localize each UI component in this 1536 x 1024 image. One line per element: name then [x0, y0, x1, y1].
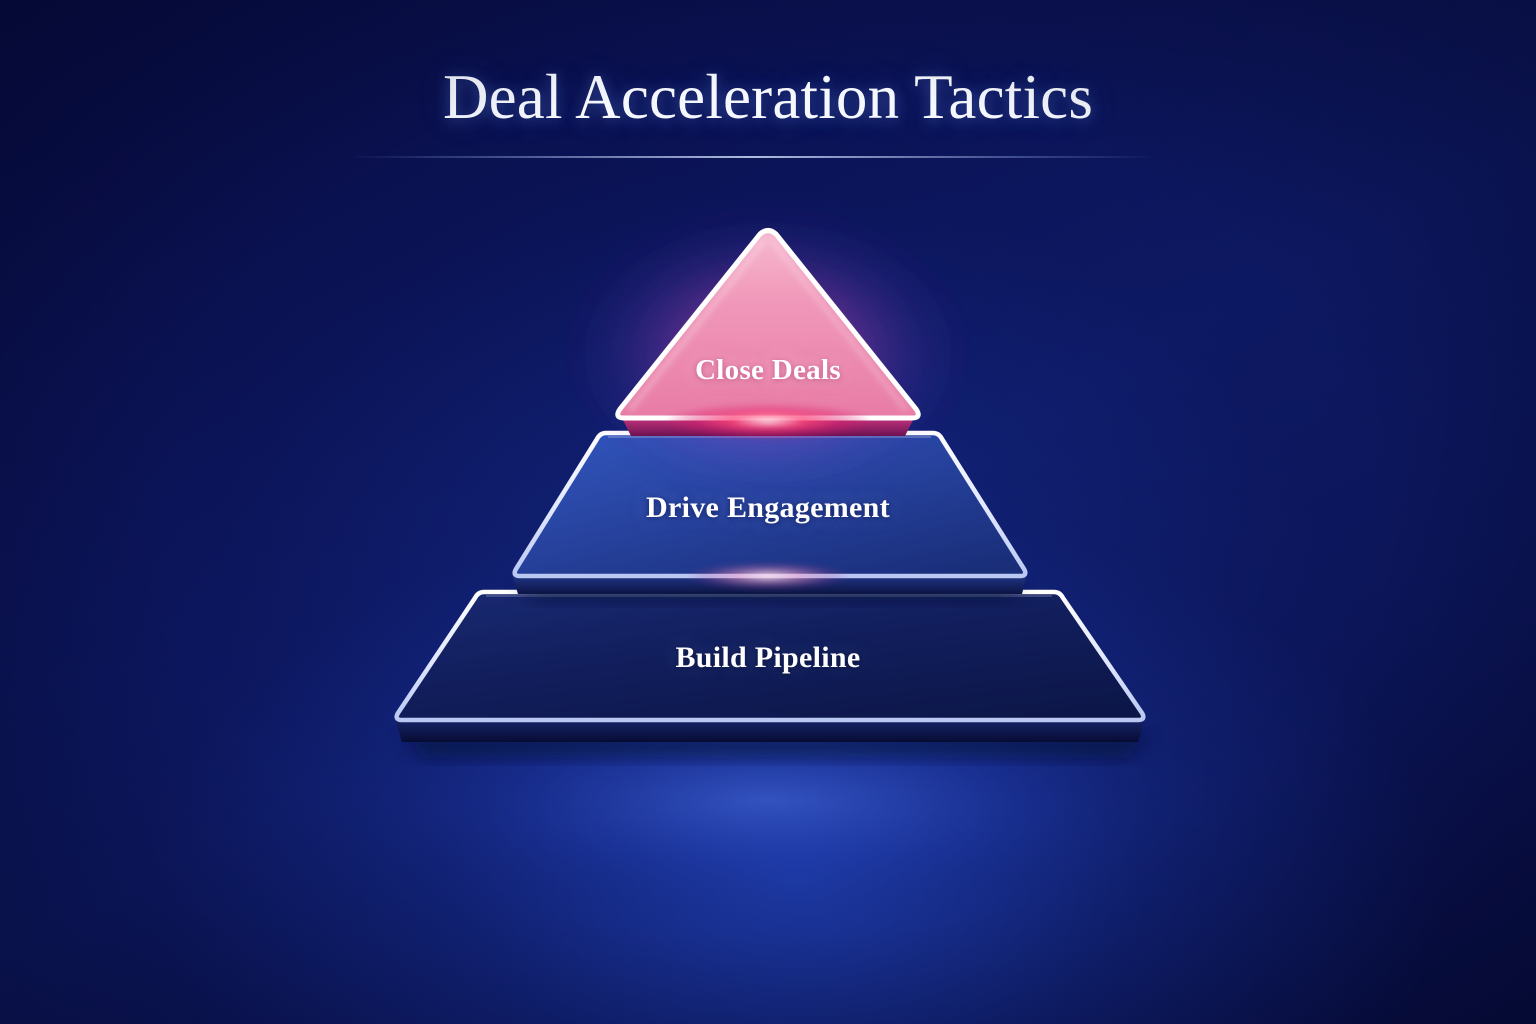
top-tier-edge	[622, 418, 914, 436]
bottom-tier-face	[394, 589, 1146, 723]
